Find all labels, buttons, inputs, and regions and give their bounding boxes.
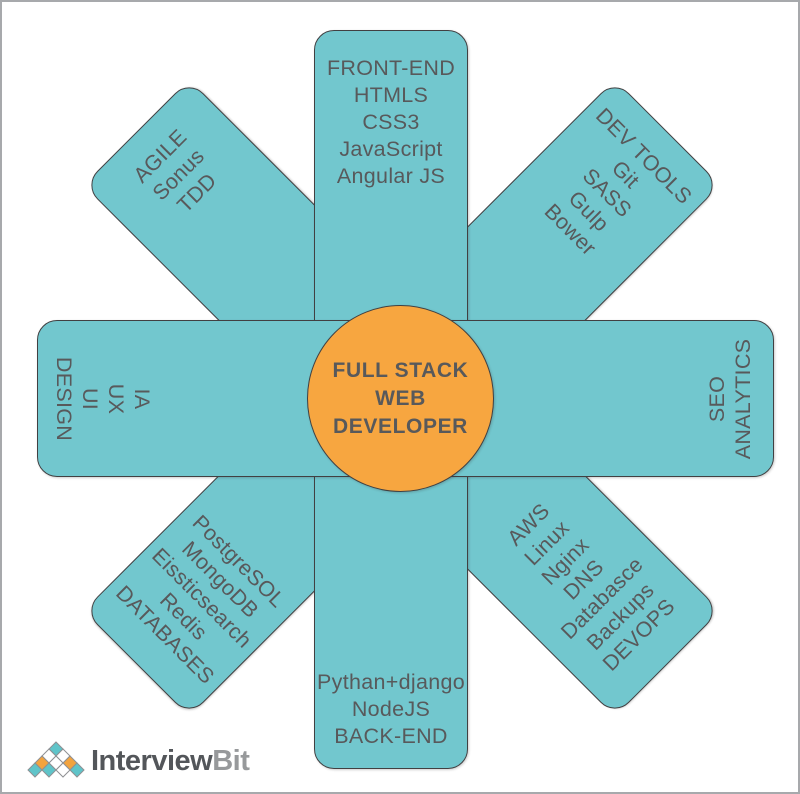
logo-text-interview: Interview: [91, 745, 213, 777]
logo-diamond-pyramid-icon: [27, 741, 85, 778]
interviewbit-logo: InterviewBit: [27, 739, 250, 783]
logo-wordmark: InterviewBit: [91, 739, 250, 783]
logo-text-bit: Bit: [212, 745, 250, 777]
